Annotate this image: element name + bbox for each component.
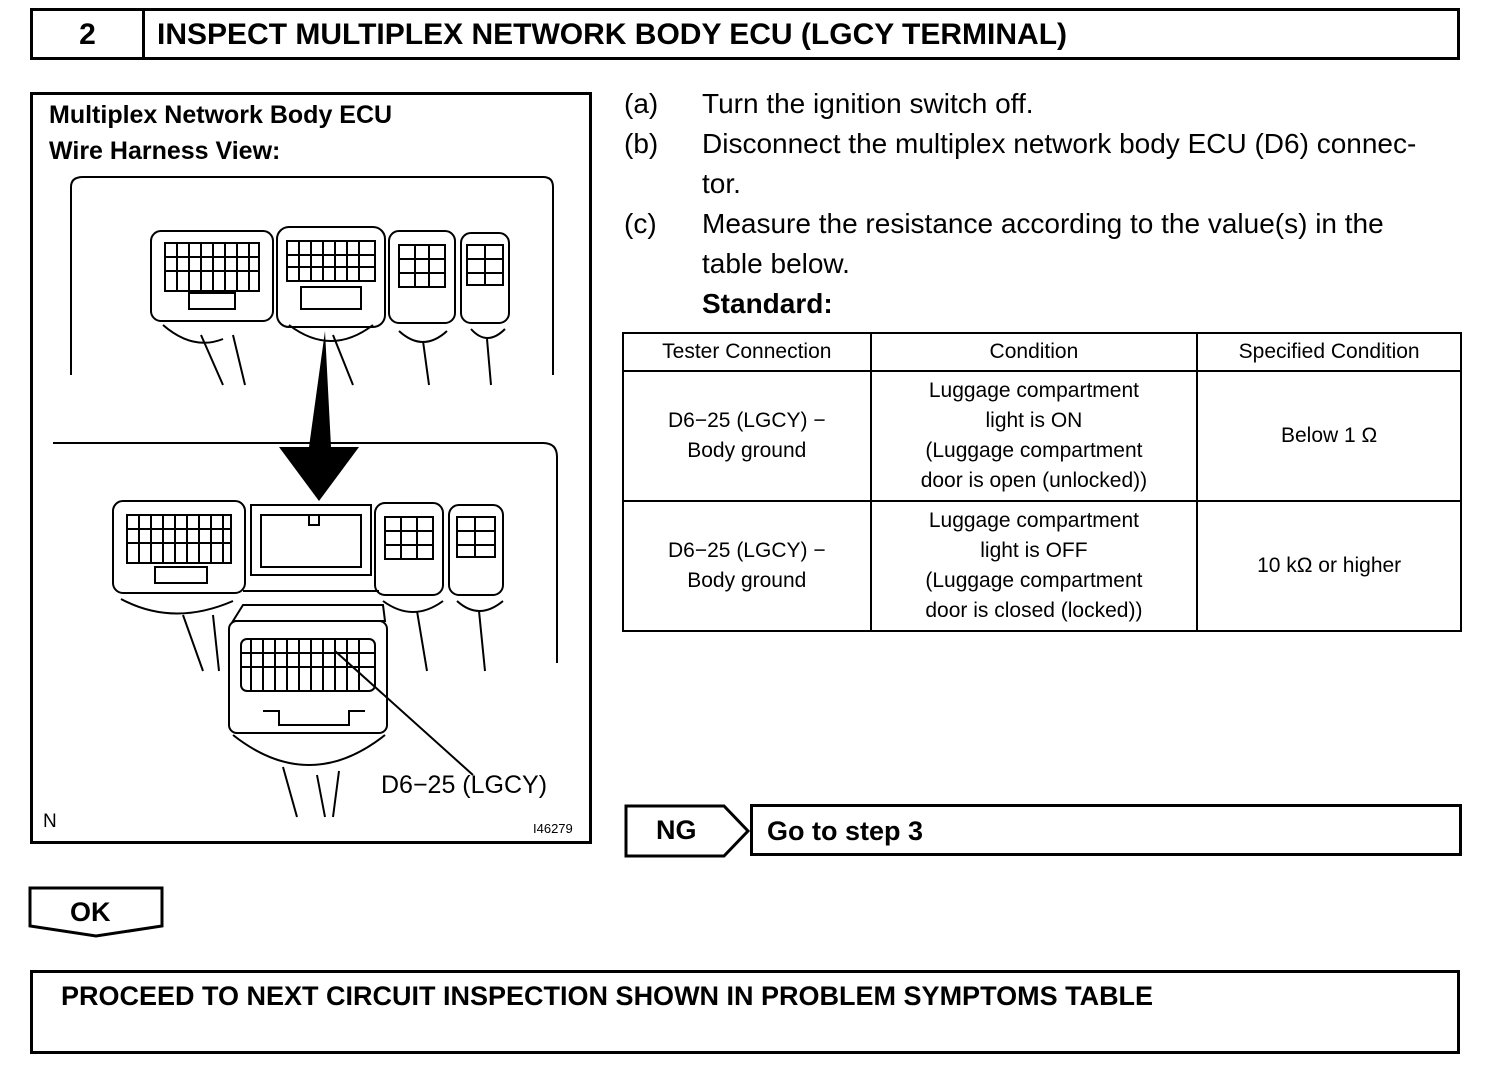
figure-title-line2: Wire Harness View: <box>49 137 281 165</box>
cell-connection: D6−25 (LGCY) − Body ground <box>622 500 872 632</box>
ok-arrow-icon <box>28 886 164 938</box>
proceed-text: PROCEED TO NEXT CIRCUIT INSPECTION SHOWN… <box>61 981 1154 1011</box>
specification-table: Tester Connection Condition Specified Co… <box>622 332 1462 632</box>
ok-label: OK <box>70 897 111 927</box>
proceed-box: PROCEED TO NEXT CIRCUIT INSPECTION SHOWN… <box>30 970 1460 1054</box>
table-row: D6−25 (LGCY) − Body ground Luggage compa… <box>622 500 1462 632</box>
header-specified-condition: Specified Condition <box>1196 332 1462 372</box>
step-b-letter: (b) <box>624 128 659 159</box>
step-b-text-line2: tor. <box>702 168 741 199</box>
step-number: 2 <box>33 11 145 57</box>
figure-id: I46279 <box>533 821 573 836</box>
standard-label: Standard: <box>702 288 833 319</box>
lower-connector-center-socket <box>243 504 379 592</box>
step-c-letter: (c) <box>624 208 657 239</box>
lower-connector-left <box>112 500 246 672</box>
connector-illustration: Multiplex Network Body ECU Wire Harness … <box>30 92 592 844</box>
step-a-text: Turn the ignition switch off. <box>702 88 1034 119</box>
table-row: D6−25 (LGCY) − Body ground Luggage compa… <box>622 370 1462 502</box>
figure-callout-label: D6−25 (LGCY) <box>381 771 548 799</box>
cell-condition: Luggage compartment light is ON (Luggage… <box>869 370 1199 502</box>
cell-specified: 10 kΩ or higher <box>1196 500 1462 632</box>
ng-arrow-icon <box>624 804 751 858</box>
step-c-text-line2: table below. <box>702 248 850 279</box>
upper-connector-center <box>276 226 386 386</box>
upper-connector-right2 <box>460 232 510 386</box>
header-condition: Condition <box>869 332 1199 372</box>
figure-corner-mark: N <box>43 811 57 832</box>
step-a-letter: (a) <box>624 88 659 119</box>
ecu-connector-drawing <box>53 176 558 818</box>
ng-destination-text: Go to step 3 <box>767 816 924 846</box>
step-b-text-line1: Disconnect the multiplex network body EC… <box>702 128 1417 159</box>
cell-condition: Luggage compartment light is OFF (Luggag… <box>869 500 1199 632</box>
step-c-text-line1: Measure the resistance according to the … <box>702 208 1384 239</box>
lower-connector-right1 <box>374 502 444 672</box>
cell-connection: D6−25 (LGCY) − Body ground <box>622 370 872 502</box>
disconnect-arrow-icon <box>279 331 359 501</box>
upper-connector-left <box>150 230 274 386</box>
lower-connector-right2 <box>448 504 504 672</box>
step-title: INSPECT MULTIPLEX NETWORK BODY ECU (LGCY… <box>157 18 1068 51</box>
harness-connector-d6 <box>228 604 474 818</box>
upper-connector-right1 <box>388 230 456 386</box>
table-header-row: Tester Connection Condition Specified Co… <box>622 332 1462 372</box>
step-header: 2 INSPECT MULTIPLEX NETWORK BODY ECU (LG… <box>30 8 1460 60</box>
ng-label: NG <box>656 815 697 845</box>
ng-destination-box: Go to step 3 <box>750 804 1462 856</box>
cell-specified: Below 1 Ω <box>1196 370 1462 502</box>
header-tester-connection: Tester Connection <box>622 332 872 372</box>
figure-title-line1: Multiplex Network Body ECU <box>49 101 393 129</box>
